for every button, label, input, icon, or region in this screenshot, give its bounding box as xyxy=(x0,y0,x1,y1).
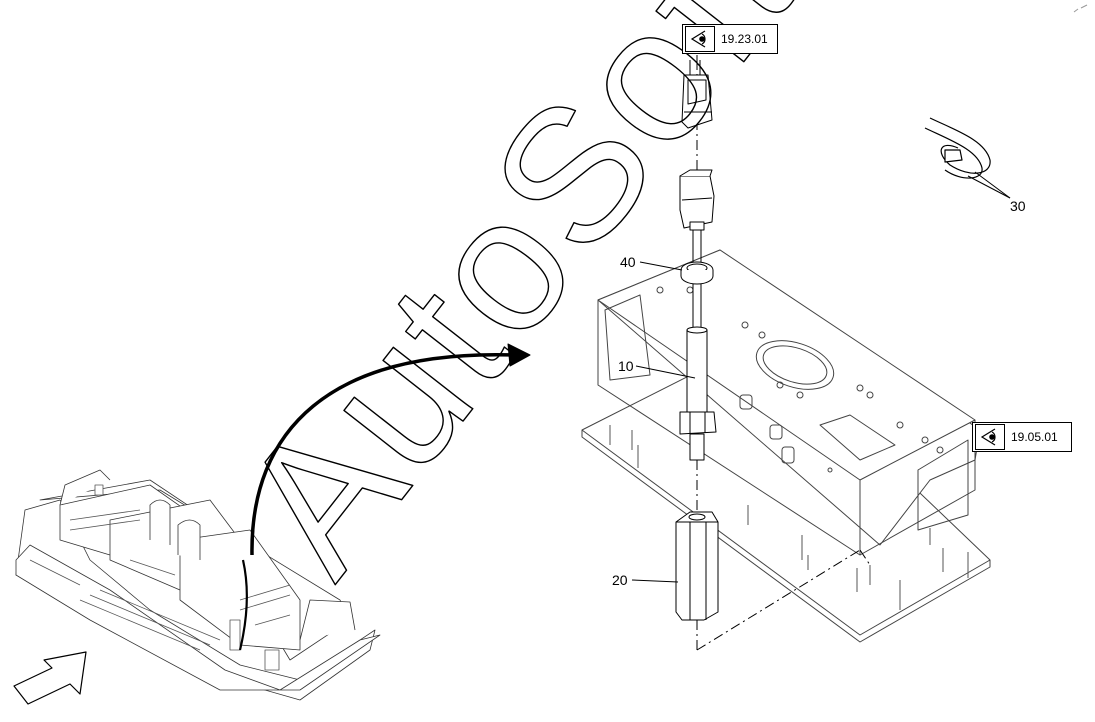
location-arrow xyxy=(250,343,531,556)
eye-view-icon xyxy=(685,26,715,52)
leader-lines xyxy=(631,55,1011,583)
paver-machine-overview xyxy=(15,469,381,701)
callout-20: 20 xyxy=(612,572,628,588)
direction-arrow-icon xyxy=(13,651,87,705)
reference-code: 19.23.01 xyxy=(721,32,768,46)
sensor-probe-10 xyxy=(679,169,717,461)
cable-ties-30 xyxy=(924,117,991,179)
machine-frame xyxy=(581,249,991,643)
callout-40: 40 xyxy=(620,254,636,270)
eye-view-icon xyxy=(975,424,1005,450)
hex-spacer-20 xyxy=(675,511,719,621)
corner-mark xyxy=(1073,4,1088,13)
seal-ring-40 xyxy=(680,261,714,285)
view-reference-top[interactable]: 19.23.01 xyxy=(682,24,778,54)
callout-10: 10 xyxy=(618,358,634,374)
plug-connector xyxy=(681,60,713,129)
view-reference-right[interactable]: 19.05.01 xyxy=(972,422,1072,452)
callout-30: 30 xyxy=(1010,198,1026,214)
reference-code: 19.05.01 xyxy=(1011,430,1058,444)
